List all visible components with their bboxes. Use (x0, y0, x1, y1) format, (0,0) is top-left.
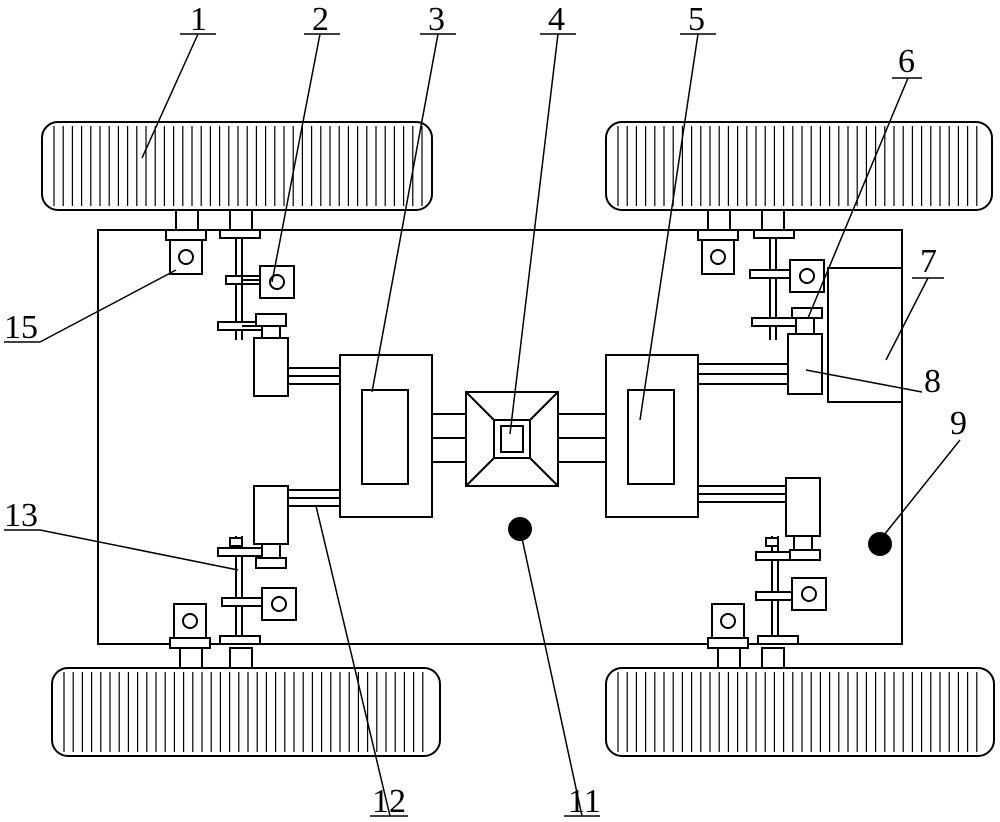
label-8: 8 (924, 363, 941, 400)
label-2: 2 (312, 1, 329, 38)
mount-boxes (259, 259, 827, 621)
central-unit (465, 391, 559, 487)
steering-shafts (217, 229, 803, 645)
control-box (827, 267, 903, 403)
callout-labels: 1 2 3 4 5 6 7 8 9 11 12 13 15 (4, 1, 967, 820)
label-5: 5 (688, 1, 705, 38)
label-1: 1 (190, 1, 207, 38)
left-drive-box (339, 354, 433, 518)
label-9: 9 (950, 405, 967, 442)
wheel-top-right (605, 121, 993, 211)
wheel-bottom-right (605, 667, 995, 757)
label-15: 15 (4, 309, 38, 346)
label-13: 13 (4, 497, 38, 534)
leader-lines (4, 33, 961, 817)
center-shafts (432, 413, 606, 463)
wheel-treads (53, 126, 978, 752)
sensor-dot-9 (868, 532, 892, 556)
bearing-blocks (165, 229, 749, 649)
left-drive-inner (361, 389, 409, 485)
hub-stubs (175, 209, 785, 669)
linkage-rods (288, 363, 788, 507)
label-7: 7 (920, 243, 937, 280)
chassis-frame (97, 229, 903, 645)
steering-motors (253, 307, 823, 569)
label-11: 11 (568, 783, 601, 820)
label-6: 6 (898, 43, 915, 80)
right-drive-inner (627, 389, 675, 485)
label-3: 3 (428, 1, 445, 38)
label-4: 4 (548, 1, 565, 38)
right-drive-box (605, 354, 699, 518)
label-12: 12 (372, 783, 406, 820)
